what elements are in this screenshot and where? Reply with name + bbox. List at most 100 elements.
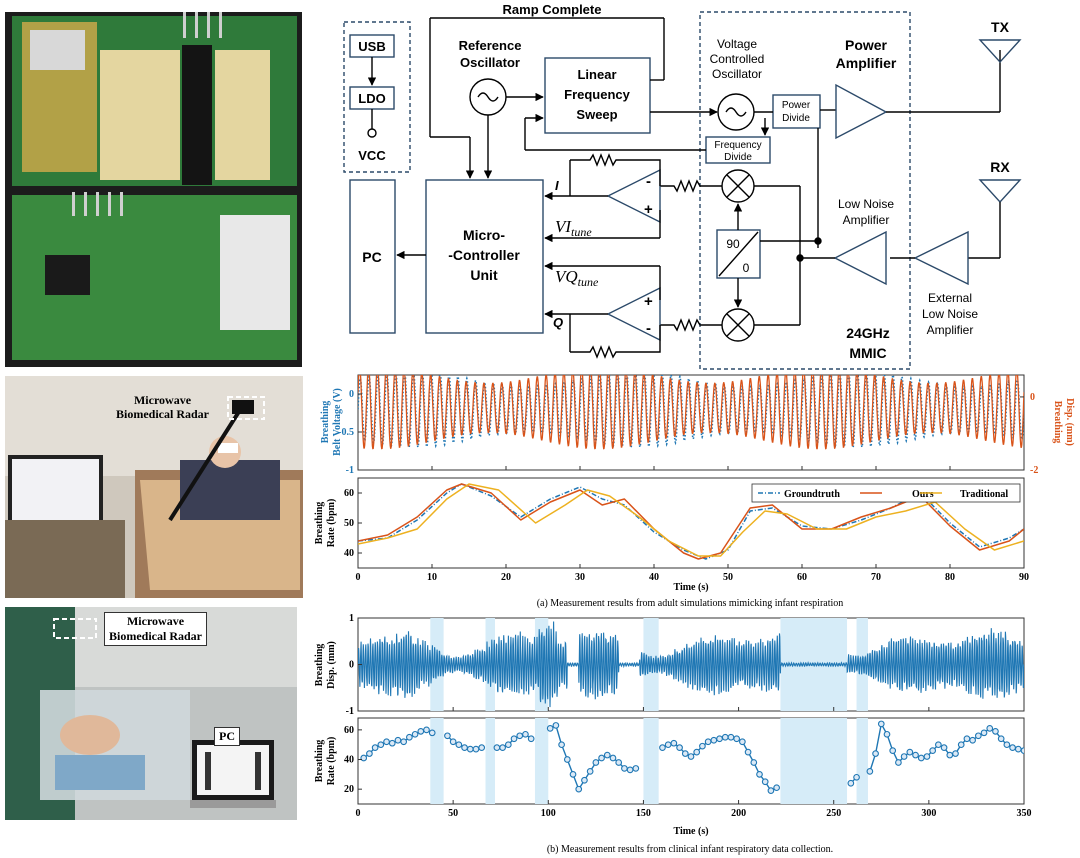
infant-rate-point bbox=[756, 770, 763, 778]
a1-left-ytick-label: -1 bbox=[346, 465, 354, 476]
infant-rate-point bbox=[558, 741, 565, 749]
infant-rate-point bbox=[575, 785, 583, 793]
infant-rate-point bbox=[744, 748, 752, 756]
vco-label-1: Voltage bbox=[717, 37, 757, 51]
b2-xtick-label: 100 bbox=[541, 808, 556, 819]
caption-b: (b) Measurement results from clinical in… bbox=[547, 844, 833, 855]
b2-highlight-region bbox=[430, 718, 444, 804]
b2-xtick-label: 250 bbox=[826, 808, 841, 819]
lfs-label-1: Linear bbox=[577, 67, 616, 82]
infant-rate-point bbox=[699, 742, 706, 750]
infant-rate-point bbox=[592, 759, 600, 766]
infant-rate-point bbox=[527, 735, 535, 743]
i-opamp-plus: + bbox=[644, 201, 653, 218]
infant-rate-point bbox=[406, 733, 413, 741]
infant-rate-point bbox=[946, 751, 954, 759]
infant-rate-point bbox=[853, 773, 860, 781]
infant-rate-point bbox=[546, 725, 554, 732]
infant-rate-point bbox=[889, 747, 897, 754]
infant-rate-point bbox=[466, 745, 474, 753]
mcu-label-3: Unit bbox=[470, 267, 498, 283]
infant-disp-series bbox=[358, 621, 1024, 708]
adult-photo bbox=[5, 376, 303, 598]
infant-rate-point bbox=[449, 738, 457, 746]
b2-ytick-label: 40 bbox=[344, 755, 354, 766]
legend-ours-label: Ours bbox=[912, 489, 934, 500]
a1-right-ytick-label: 0 bbox=[1030, 392, 1035, 403]
ext-lna-label-2: Low Noise bbox=[922, 307, 978, 321]
adult-disp-series-1 bbox=[358, 375, 1024, 450]
ldo-label: LDO bbox=[358, 91, 385, 106]
vi-tune-label: VItune bbox=[555, 217, 592, 239]
ramp-complete-label: Ramp Complete bbox=[503, 2, 602, 17]
block-diagram bbox=[343, 11, 1022, 370]
ext-lna-label-3: Amplifier bbox=[927, 323, 974, 337]
mcu-label-1: Micro- bbox=[463, 227, 505, 243]
infant-rate-point bbox=[670, 739, 678, 747]
infant-rate-point bbox=[847, 779, 855, 787]
infant-pc-label: PC bbox=[214, 727, 240, 746]
b1-ytick-label: 1 bbox=[349, 613, 354, 624]
infant-rate-point bbox=[366, 750, 373, 757]
infant-rate-point bbox=[906, 748, 914, 756]
infant-rate-point bbox=[940, 744, 948, 752]
a2-ylabel-1: Breathing bbox=[314, 502, 325, 545]
b2-highlight-region bbox=[485, 718, 496, 804]
infant-rate-point bbox=[621, 765, 628, 772]
axis-labels: Breathing Belt Voltage (V) Breathing Dis… bbox=[314, 388, 1075, 837]
b2-highlight-region bbox=[856, 718, 868, 804]
infant-rate-point bbox=[383, 738, 390, 746]
infant-rate-point bbox=[750, 759, 758, 766]
vco-label-3: Oscillator bbox=[712, 67, 762, 81]
infant-rate-point bbox=[681, 750, 689, 757]
infant-rate-point bbox=[957, 741, 965, 749]
phase-0-label: 0 bbox=[743, 261, 750, 275]
mcu-label-2: -Controller bbox=[448, 247, 520, 263]
a2-xtick-label: 0 bbox=[356, 572, 361, 583]
infant-rate-point bbox=[710, 736, 718, 744]
adult-rate-series-traditional bbox=[358, 483, 1024, 557]
a1-ylabel-left-2: Belt Voltage (V) bbox=[332, 388, 343, 456]
infant-rate-point bbox=[877, 720, 885, 728]
infant-rate-point bbox=[472, 745, 480, 753]
vq-tune-label: VQtune bbox=[555, 267, 599, 289]
b2-xtick-label: 300 bbox=[921, 808, 936, 819]
pc-label: PC bbox=[362, 249, 381, 265]
legend-groundtruth-label: Groundtruth bbox=[784, 489, 840, 500]
mmic-label-1: 24GHz bbox=[846, 325, 890, 341]
infant-rate-point bbox=[866, 768, 874, 775]
usb-label: USB bbox=[358, 39, 385, 54]
infant-rate-point bbox=[963, 735, 971, 743]
b2-xtick-label: 0 bbox=[356, 808, 361, 819]
infant-rate-point bbox=[603, 751, 611, 759]
a1-ylabel-right-2: Disp. (mm) bbox=[1064, 398, 1075, 446]
b1-ytick-label: 0 bbox=[349, 660, 354, 671]
freq-divide-label-1: Frequency bbox=[714, 140, 761, 151]
infant-rate-point bbox=[598, 754, 605, 762]
infant-rate-point bbox=[569, 770, 577, 778]
b2-ylabel-2: Rate (bpm) bbox=[326, 737, 337, 786]
infant-rate-point bbox=[516, 732, 524, 740]
infant-rate-point bbox=[761, 778, 769, 786]
power-divide-label-1: Power bbox=[782, 100, 811, 111]
pa-label-2: Amplifier bbox=[836, 55, 897, 71]
infant-rate-point bbox=[676, 744, 683, 752]
infant-rate-point bbox=[510, 735, 518, 743]
lfs-label-3: Sweep bbox=[576, 107, 617, 122]
infant-rate-point bbox=[522, 730, 529, 738]
b1-ylabel-2: Disp. (mm) bbox=[326, 641, 337, 689]
b2-highlight-region bbox=[780, 718, 848, 804]
infant-rate-point bbox=[969, 736, 976, 744]
infant-rate-point bbox=[664, 741, 672, 749]
infant-rate-point bbox=[687, 753, 695, 760]
ext-lna-label-1: External bbox=[928, 291, 972, 305]
q-opamp-plus: + bbox=[644, 293, 653, 310]
a2-ytick-label: 50 bbox=[344, 518, 354, 529]
infant-rate-point bbox=[394, 736, 402, 744]
infant-rate-segment bbox=[869, 721, 1024, 772]
a1-ylabel-left-1: Breathing bbox=[320, 401, 331, 444]
phase-90-label: 90 bbox=[726, 237, 740, 251]
infant-rate-point bbox=[773, 784, 780, 792]
tx-label: TX bbox=[991, 19, 1010, 35]
infant-rate-point bbox=[581, 776, 588, 784]
